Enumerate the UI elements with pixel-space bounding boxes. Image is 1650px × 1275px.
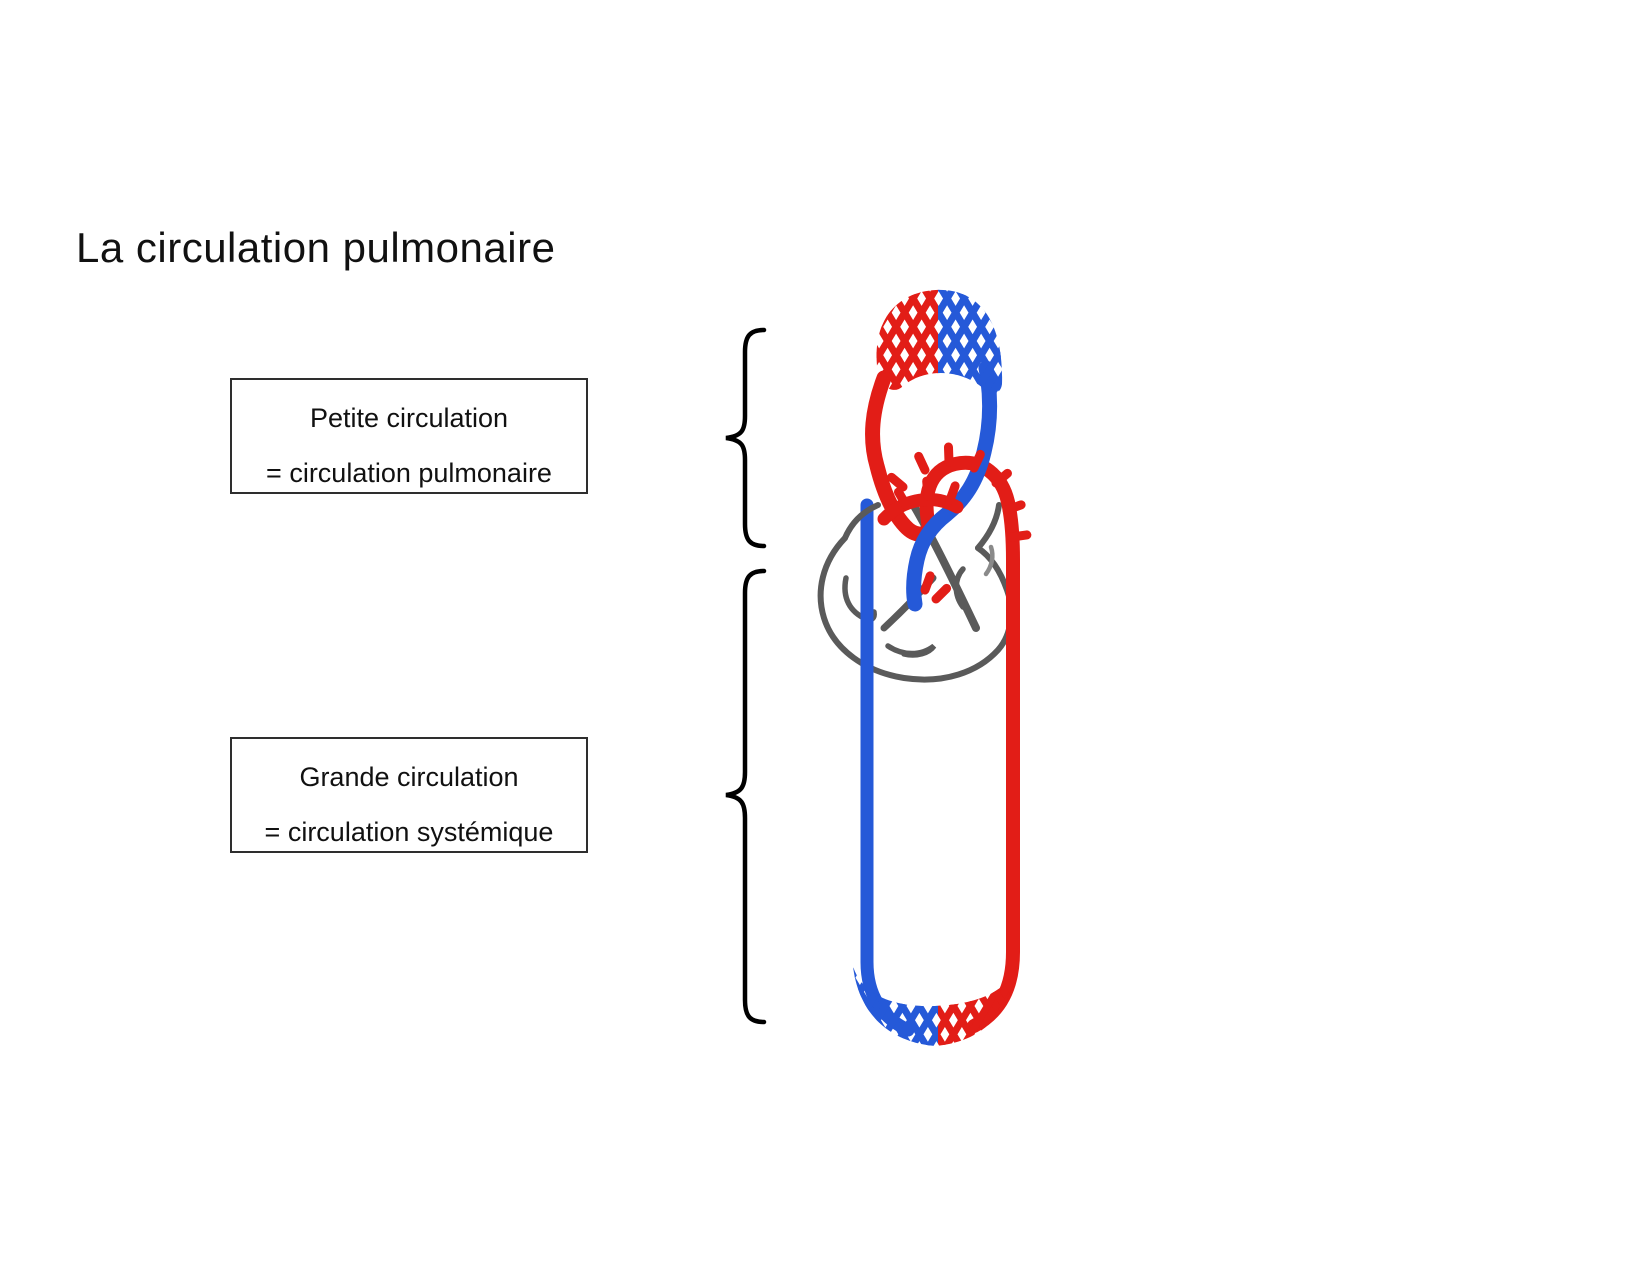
heart-left-edge-overlay [842, 502, 881, 541]
pulmonary-artery-strand [906, 360, 998, 612]
artery-branch-stubs [887, 442, 1032, 604]
grande-circulation-definition: = circulation systémique [264, 817, 554, 847]
systemic-capillaries-blue [853, 966, 938, 1046]
brace-large-circulation [725, 568, 767, 1025]
grande-circulation-label: Grande circulation [299, 762, 519, 792]
brace-small-circulation [725, 327, 767, 549]
petite-circulation-label: Petite circulation [309, 403, 509, 433]
label-box-petite-circulation: Petite circulation = circulation pulmona… [230, 378, 588, 494]
pulmonary-capillary-mesh [876, 289, 1003, 394]
pulmonary-capillaries-blue [938, 289, 1003, 394]
label-box-grande-circulation: Grande circulation = circulation systémi… [230, 737, 588, 853]
page-title: La circulation pulmonaire [76, 224, 556, 271]
petite-circulation-definition: = circulation pulmonaire [266, 458, 552, 488]
systemic-capillary-mesh [853, 966, 1016, 1046]
vena-cava-and-systemic-vein [860, 498, 915, 1037]
